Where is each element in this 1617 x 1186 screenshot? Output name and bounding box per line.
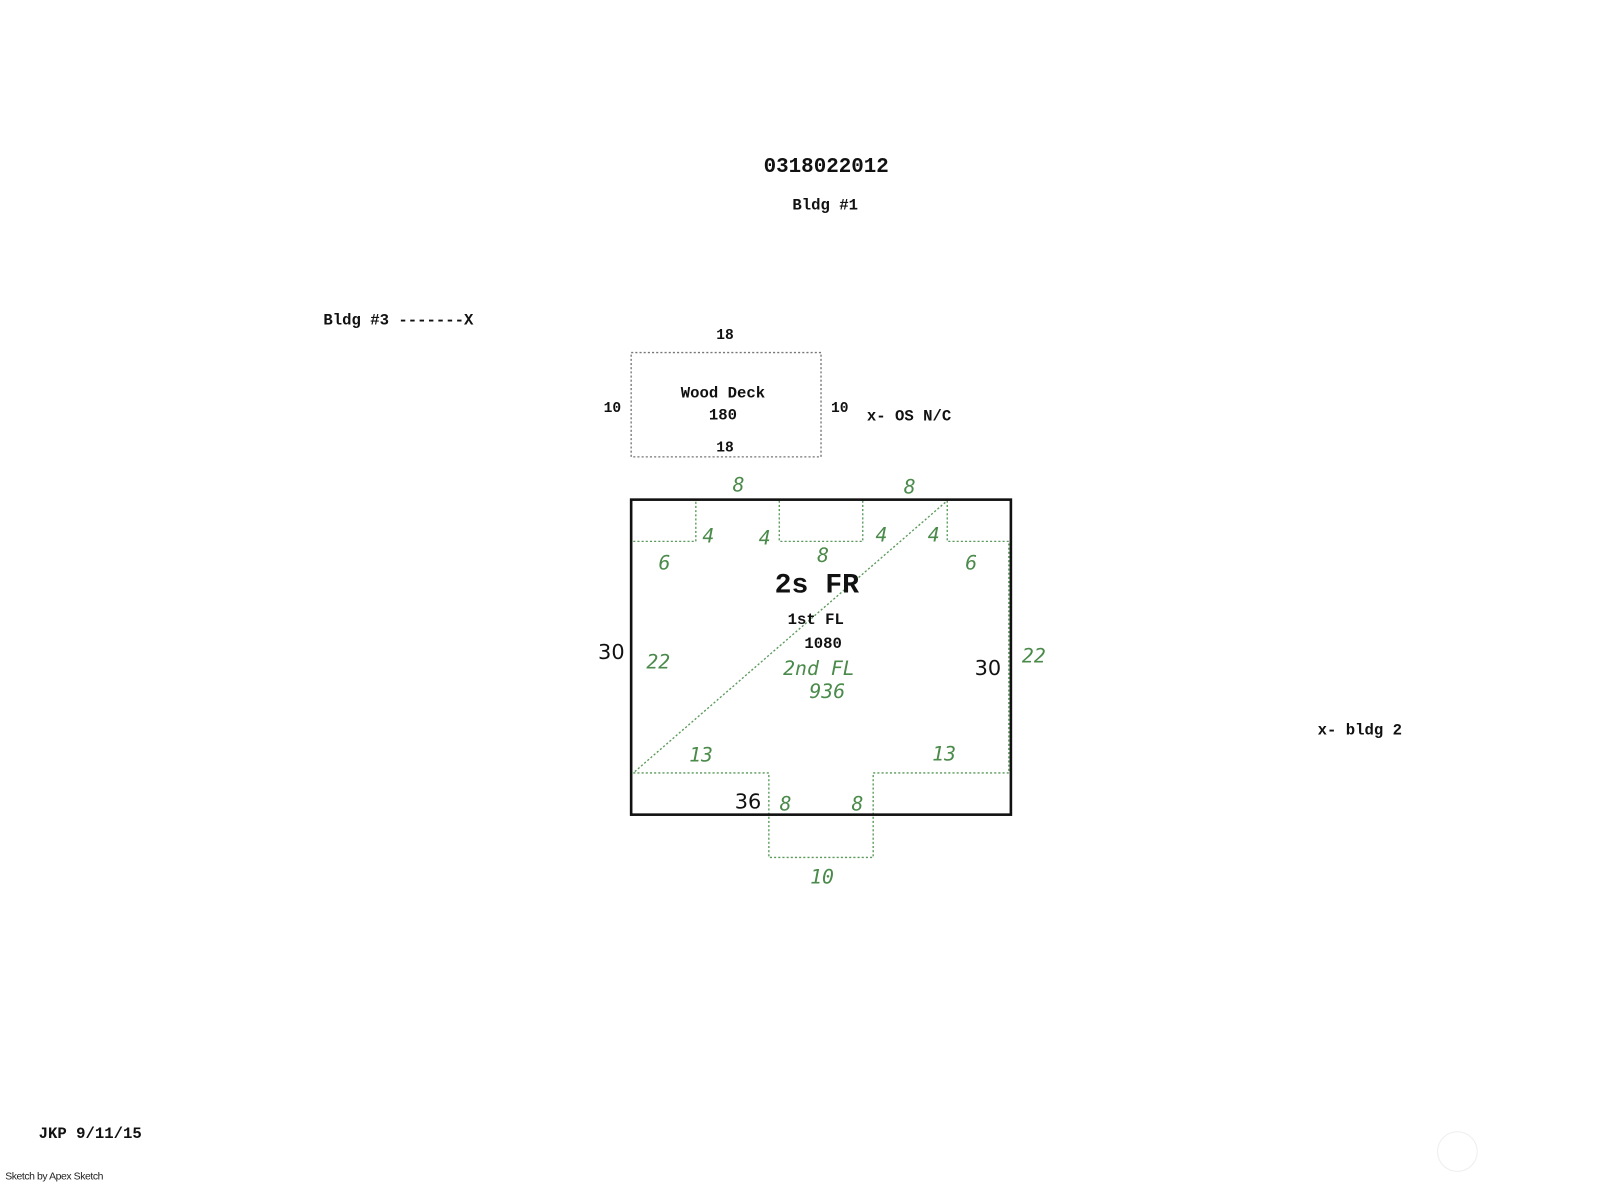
dim-right-step: 6 <box>965 552 977 575</box>
dim-left-step: 6 <box>659 552 671 575</box>
dim-bump-right: 8 <box>852 792 864 815</box>
dim-notch-a: 4 <box>702 524 714 547</box>
initials-date: JKP 9/11/15 <box>39 1125 142 1143</box>
dim-bottom-left-13: 13 <box>689 743 713 766</box>
credit-text: Sketch by Apex Sketch <box>5 1172 103 1183</box>
faint-circle-mark <box>1437 1131 1478 1172</box>
deck-top-dim: 18 <box>716 328 734 344</box>
os-nc-note: x- OS N/C <box>867 407 951 425</box>
dim-bottom-36: 36 <box>735 789 762 813</box>
deck-label: Wood Deck <box>681 384 765 402</box>
house-outline <box>629 498 1013 816</box>
wood-deck-outline <box>630 351 822 458</box>
bldg3-note: Bldg #3 -------X <box>323 311 474 329</box>
deck-bottom-dim: 18 <box>716 441 734 457</box>
house-label: 2s FR <box>775 570 860 601</box>
deck-area: 180 <box>709 406 737 424</box>
dim-top-left: 8 <box>733 473 745 496</box>
floor2-area: 936 <box>809 680 845 703</box>
dim-mid: 8 <box>817 544 829 567</box>
dim-right-22: 22 <box>1022 644 1046 667</box>
dim-notch-b: 4 <box>759 526 771 549</box>
deck-right-dim: 10 <box>831 401 849 417</box>
building-label: Bldg #1 <box>792 197 858 215</box>
dim-right-30: 30 <box>975 656 1002 680</box>
floor2-label: 2nd FL <box>783 657 855 680</box>
parcel-id: 0318022012 <box>764 156 889 179</box>
second-floor-outline <box>631 499 1010 859</box>
dim-left-22: 22 <box>646 651 670 674</box>
dim-top-right: 8 <box>904 475 916 498</box>
dim-bottom-right-13: 13 <box>932 742 956 765</box>
floor1-label: 1st FL <box>788 611 844 629</box>
floor1-area: 1080 <box>804 635 842 653</box>
deck-left-dim: 10 <box>604 401 622 417</box>
dim-notch-c: 4 <box>876 523 888 546</box>
dim-bump-bottom: 10 <box>810 866 834 889</box>
dim-notch-d: 4 <box>928 523 940 546</box>
dim-left-30: 30 <box>598 640 625 664</box>
bldg2-note: x- bldg 2 <box>1318 721 1402 739</box>
dim-bump-left: 8 <box>780 792 792 815</box>
